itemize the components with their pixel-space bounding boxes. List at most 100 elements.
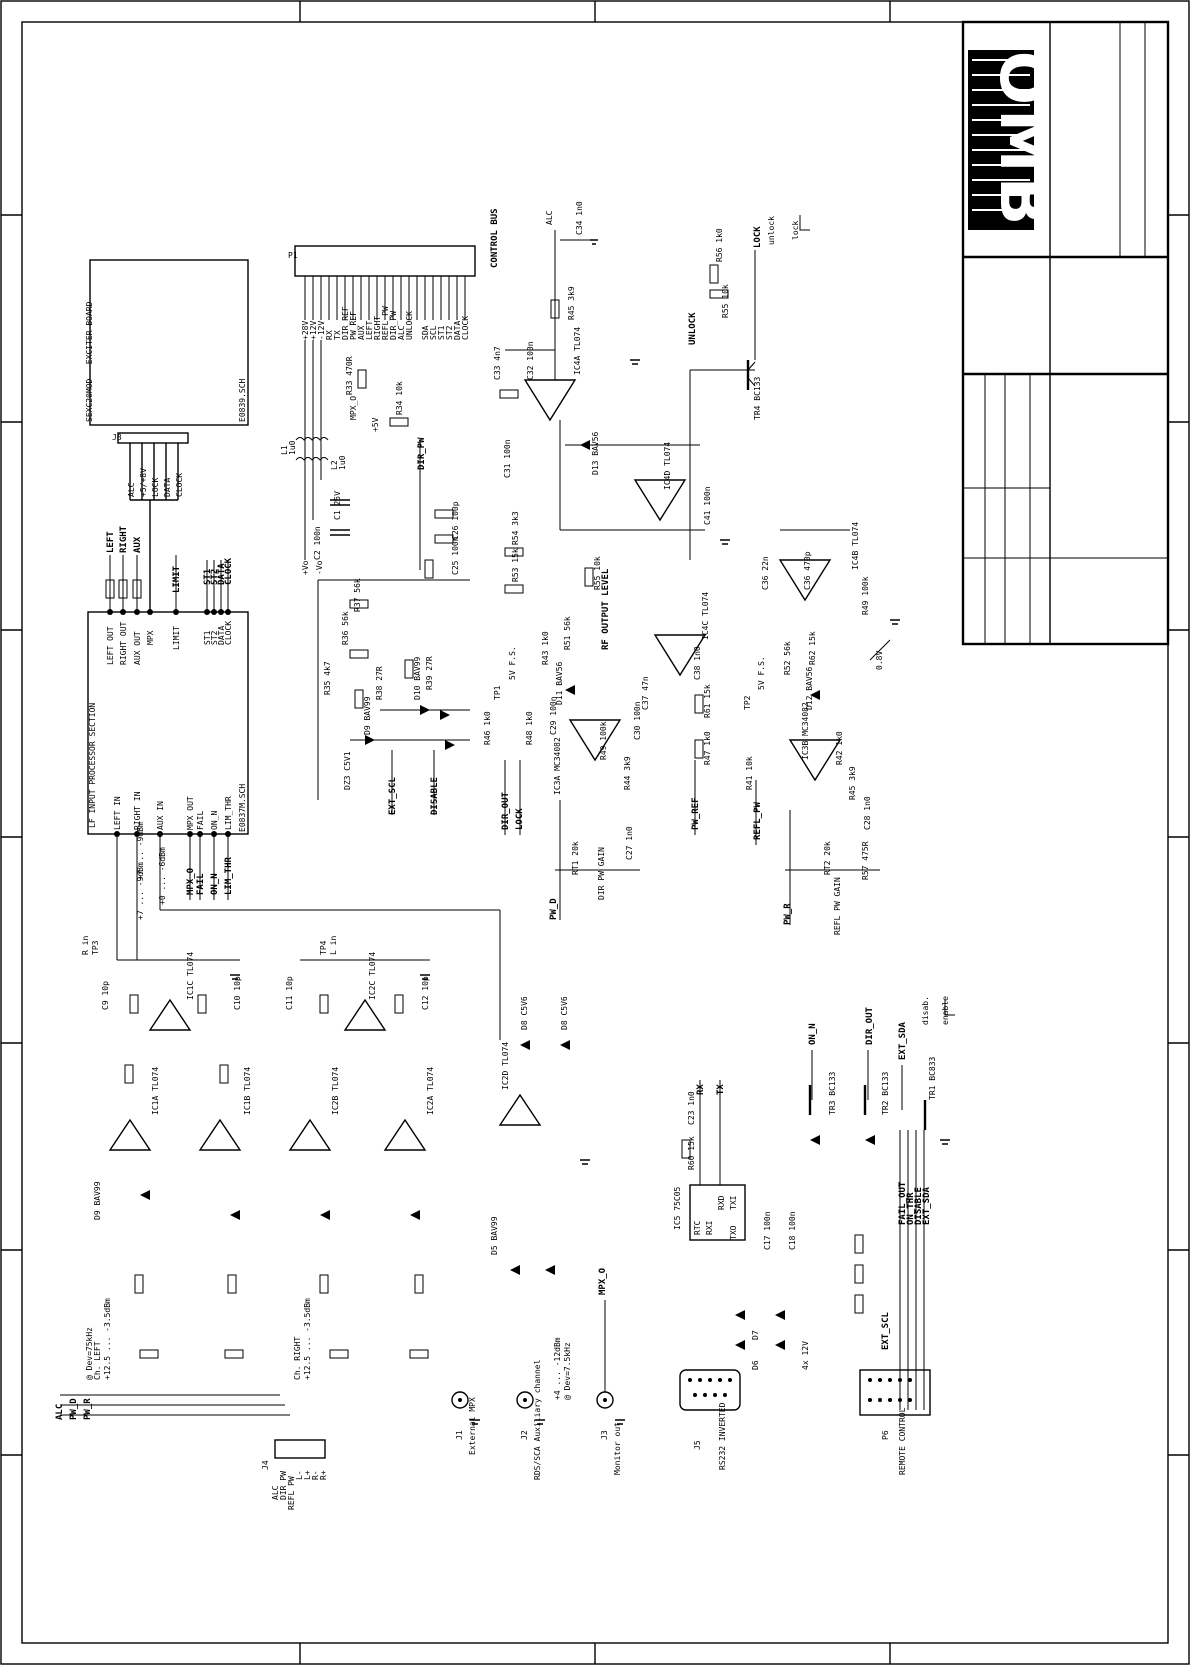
net-st2: ST2 [210, 569, 220, 585]
j8-net-alc: ALC [127, 482, 136, 497]
disable-p6: EXT_SDA [922, 1186, 932, 1225]
ic2c-opamp [343, 998, 387, 1031]
ic2b-opamp [288, 1118, 332, 1151]
exciter-sch-ref: E0839.SCH [238, 378, 247, 422]
on-thr-p6: DISABLE [914, 1187, 924, 1225]
j4-dir: DIR PW [279, 1471, 288, 1500]
bus-scl: SCL [429, 325, 438, 340]
pin-aux-in: AUX IN [156, 801, 165, 830]
r64-label: R55 10k [721, 284, 730, 318]
l1-val: 1u0 [288, 440, 297, 455]
ic1b-label: IC1B TL074 [243, 1067, 252, 1115]
rf-output-level: RF OUTPUT LEVEL [601, 568, 611, 650]
lock-note: lock [791, 221, 800, 240]
r44-label: R49 100k [599, 721, 608, 760]
c23-label: C23 1n0 [687, 1091, 696, 1125]
c36b-label: C36 470p [803, 551, 812, 590]
pin-mpx-out: MPX OUT [186, 796, 195, 830]
c36a-label: C36 22n [761, 556, 770, 590]
j5-label: RS232 INVERTED [718, 1402, 727, 1470]
j1-bnc [451, 1391, 469, 1409]
r43-label: R45 3k9 [848, 766, 857, 800]
j5-ref: J5 [693, 1440, 702, 1450]
bus-st2: ST2 [445, 325, 454, 340]
net-fail: FAIL [196, 873, 206, 895]
j2-lvl: +4 ... -12dBm [553, 1337, 562, 1400]
d1-label: D9 BAV99 [93, 1181, 102, 1220]
rs232-section: IC5 75C05 RTC RXI RXD TXI TXO RX TX R60 … [673, 1080, 810, 1470]
d11-label: D11 BAV56 [555, 661, 564, 705]
net-lim-thr: LIM_THR [224, 856, 234, 895]
ic5-label: IC5 75C05 [673, 1186, 682, 1230]
l-in-label: L in [329, 936, 338, 955]
r34-label: R34 10k [395, 381, 404, 415]
j4-rm: R- [311, 1470, 320, 1480]
tr4-label: TR4 BC133 [753, 376, 762, 420]
l2-ref: L2 [330, 460, 339, 470]
p1-control-bus: P1 CONTROL BUS +28V +12V -12V RX TX DIR_… [288, 208, 500, 340]
lf-block-title: LF INPUT PROCESSOR SECTION [88, 703, 97, 828]
bus-st1: ST1 [437, 325, 446, 340]
d10-label: D10 BAV99 [413, 656, 422, 700]
rt1-label: RT1 20k [571, 841, 580, 875]
r-in-label: R in [81, 936, 90, 955]
pin-rxi: RXI [705, 1220, 714, 1235]
r-in-tp: TP3 [91, 940, 100, 955]
r39-label: R39 27R [425, 656, 434, 690]
lock-net: LOCK [753, 226, 763, 248]
bus-rx: RX [325, 330, 334, 340]
ch-left-lvl: +12.5 ... -3.5dBm [103, 1298, 112, 1380]
r61-label: R47 1k0 [703, 731, 712, 765]
pin-st2: ST2 [210, 630, 219, 645]
r35-label: R35 4k7 [323, 661, 332, 695]
c2-label: C2 100n [313, 526, 322, 560]
mpx-o-bus: MPX_O [349, 396, 358, 420]
j1-ref: J1 [455, 1430, 464, 1440]
tp1-note: 5V F.S. [508, 646, 517, 680]
ic2a-label: IC2A TL074 [426, 1067, 435, 1115]
c33-label: C33 4n7 [493, 346, 502, 380]
bus-refl-pw: REFL_PW [381, 306, 390, 340]
pin-aux-out: AUX OUT [133, 631, 142, 665]
p1-ref: P1 [288, 251, 298, 260]
ext-sda-p6: EXT_SCL [881, 1311, 891, 1350]
l-in-tp: TP4 [319, 940, 328, 955]
ext-i2c-section: R37 56k R36 56k R35 4k7 R38 27R R39 27R … [317, 501, 470, 815]
bus-dir-ref: DIR_REF [341, 306, 350, 340]
ic1b-opamp [198, 1118, 242, 1151]
bus-28v: +28V [301, 321, 310, 340]
j4-ref: J4 [261, 1460, 270, 1470]
ic3b-label: IC3B MC34082 [801, 702, 810, 760]
pin-left-out: LEFT OUT [106, 626, 115, 665]
r53-label: R53 15k [511, 548, 520, 582]
d13-label: D13 BAV56 [591, 431, 600, 475]
ic1a-label: IC1A TL074 [151, 1067, 160, 1115]
c17-label: C17 100n [763, 1211, 772, 1250]
tr3-label: TR3 BC133 [828, 1071, 837, 1115]
j4-alc: ALC [271, 1485, 280, 1500]
pin-mpx: MPX [146, 630, 155, 645]
dz3-label: DZ3 C5V1 [343, 751, 352, 790]
disable-net: EXT_SDA [898, 1021, 908, 1060]
ch-left-label: Ch. LEFT [93, 1341, 102, 1380]
net-aux: AUX [133, 536, 143, 553]
net-data: DATA [217, 563, 227, 585]
input-stages: +7 ... -9dBm +7 ... -9dBm +0 ... -6dBm R… [81, 822, 570, 1380]
lf-block-sch: E0837M.SCH [238, 784, 247, 832]
ic3a-opamp [568, 719, 622, 762]
r52-label: R62 15k [808, 631, 817, 665]
l1-ref: L1 [280, 445, 289, 455]
j3-ref: J3 [600, 1430, 609, 1440]
bus-aux: AUX [357, 325, 366, 340]
lvl-left: +7 ... -9dBm [136, 862, 145, 920]
disab-note: disab. [921, 996, 930, 1025]
j2-dev: @ Dev=7.5kHz [563, 1342, 572, 1400]
exciter-board-block: SEXC20MOD - EXCITER BOARD E0839.SCH [85, 259, 249, 426]
pin-clock: CLOCK [224, 621, 233, 645]
bus-tx: TX [333, 330, 342, 340]
bus-unlock: UNLOCK [405, 311, 414, 340]
pw-r-j4-net: PW_R [83, 1398, 93, 1420]
ext-scl-net: DISABLE [430, 777, 440, 815]
c41-label: C41 100n [703, 486, 712, 525]
